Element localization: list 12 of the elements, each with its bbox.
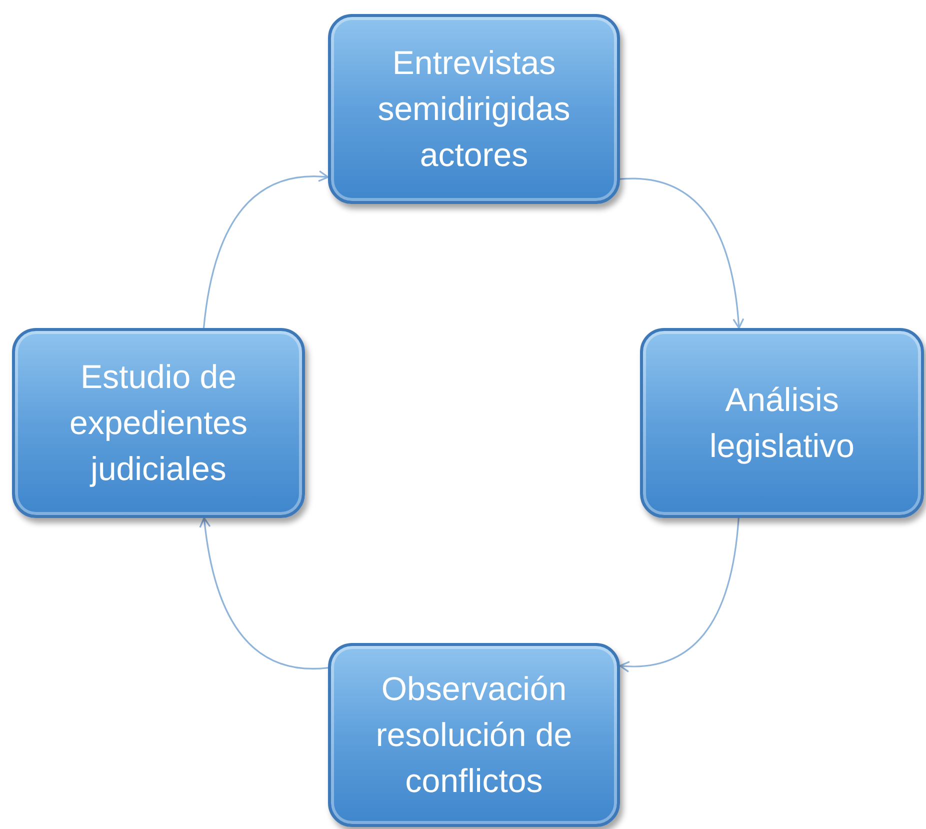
box-label: Entrevistas semidirigidas actores xyxy=(376,42,572,176)
process-box xyxy=(328,14,620,204)
arrow xyxy=(202,170,329,328)
arrow xyxy=(619,518,740,672)
box-label: Análisis legislativo xyxy=(708,380,856,466)
box-label: Observación resolución de conflictos xyxy=(374,668,574,802)
arrow xyxy=(620,178,744,329)
box-label: Estudio de expedientes judiciales xyxy=(68,356,248,490)
process-box xyxy=(328,643,620,827)
arrow xyxy=(199,517,328,670)
process-box xyxy=(640,328,924,518)
process-box xyxy=(12,328,305,518)
